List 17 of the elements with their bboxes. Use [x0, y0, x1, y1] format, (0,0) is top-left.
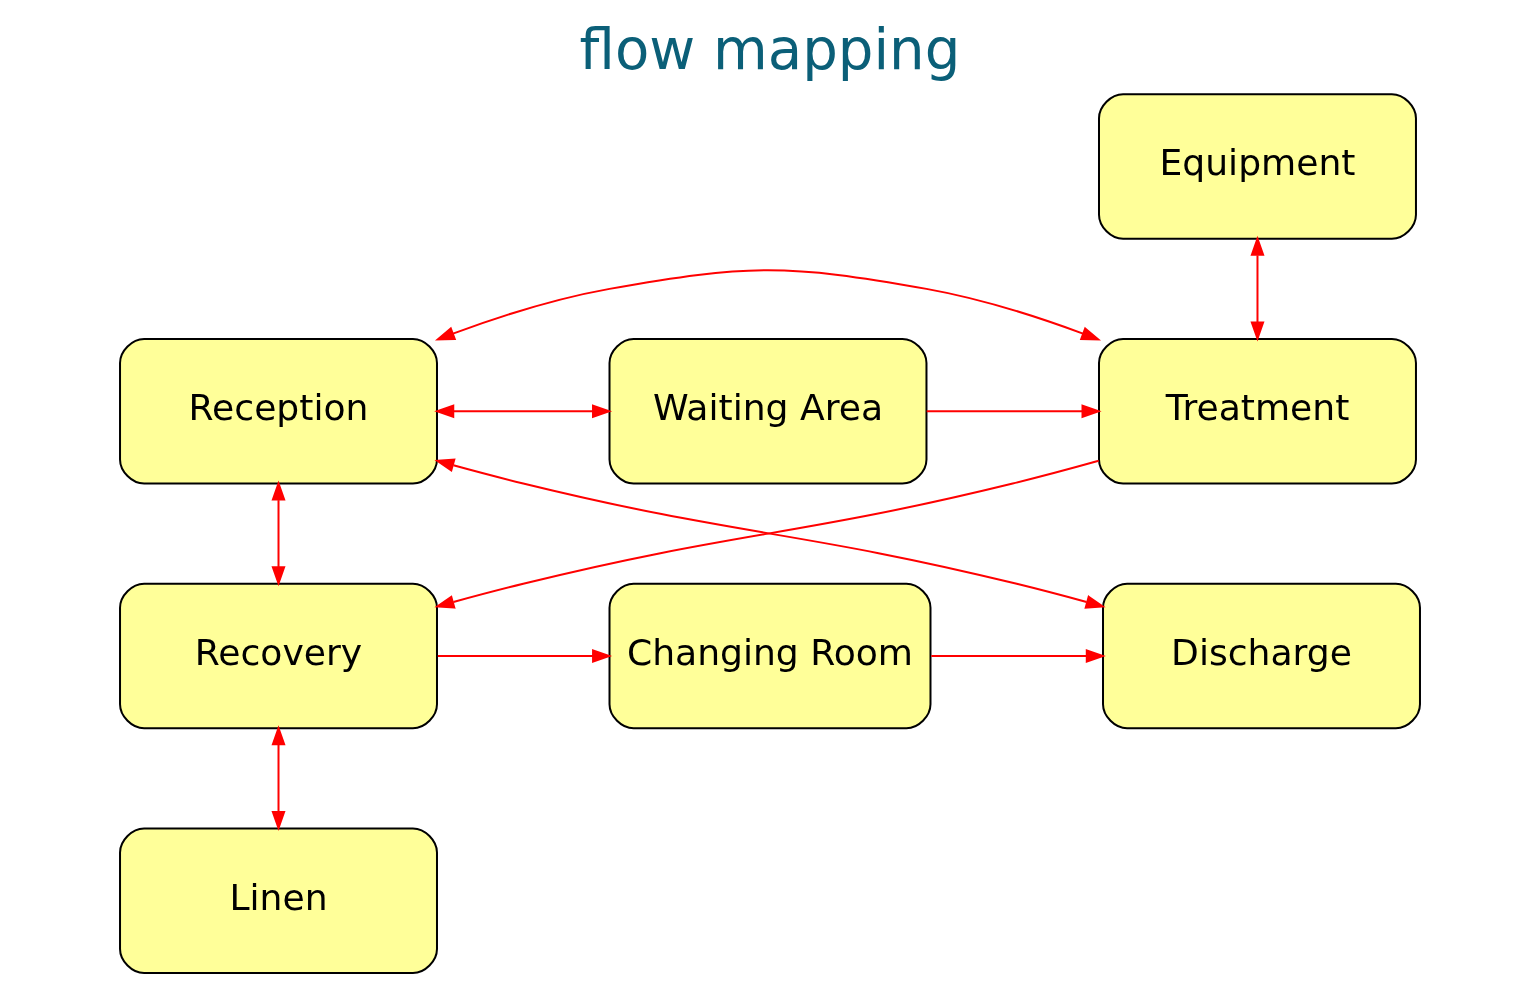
diagram-title: flow mapping	[579, 17, 960, 83]
arrow	[270, 725, 286, 831]
arrow	[930, 648, 1106, 664]
arrow	[1249, 235, 1264, 342]
arrow	[437, 648, 612, 664]
node-box: Linen	[118, 827, 438, 974]
node-box: Treatment	[1097, 338, 1417, 485]
node-box: Discharge	[1101, 582, 1421, 730]
arrow	[434, 269, 1101, 341]
node-box: Reception	[118, 338, 438, 485]
arrow	[926, 404, 1102, 419]
arrow	[270, 480, 286, 587]
arrow	[433, 404, 612, 419]
node-box: Changing Room	[608, 582, 931, 730]
node-box: Equipment	[1097, 93, 1417, 240]
node-box: Waiting Area	[608, 338, 927, 485]
node-box: Recovery	[118, 582, 438, 730]
